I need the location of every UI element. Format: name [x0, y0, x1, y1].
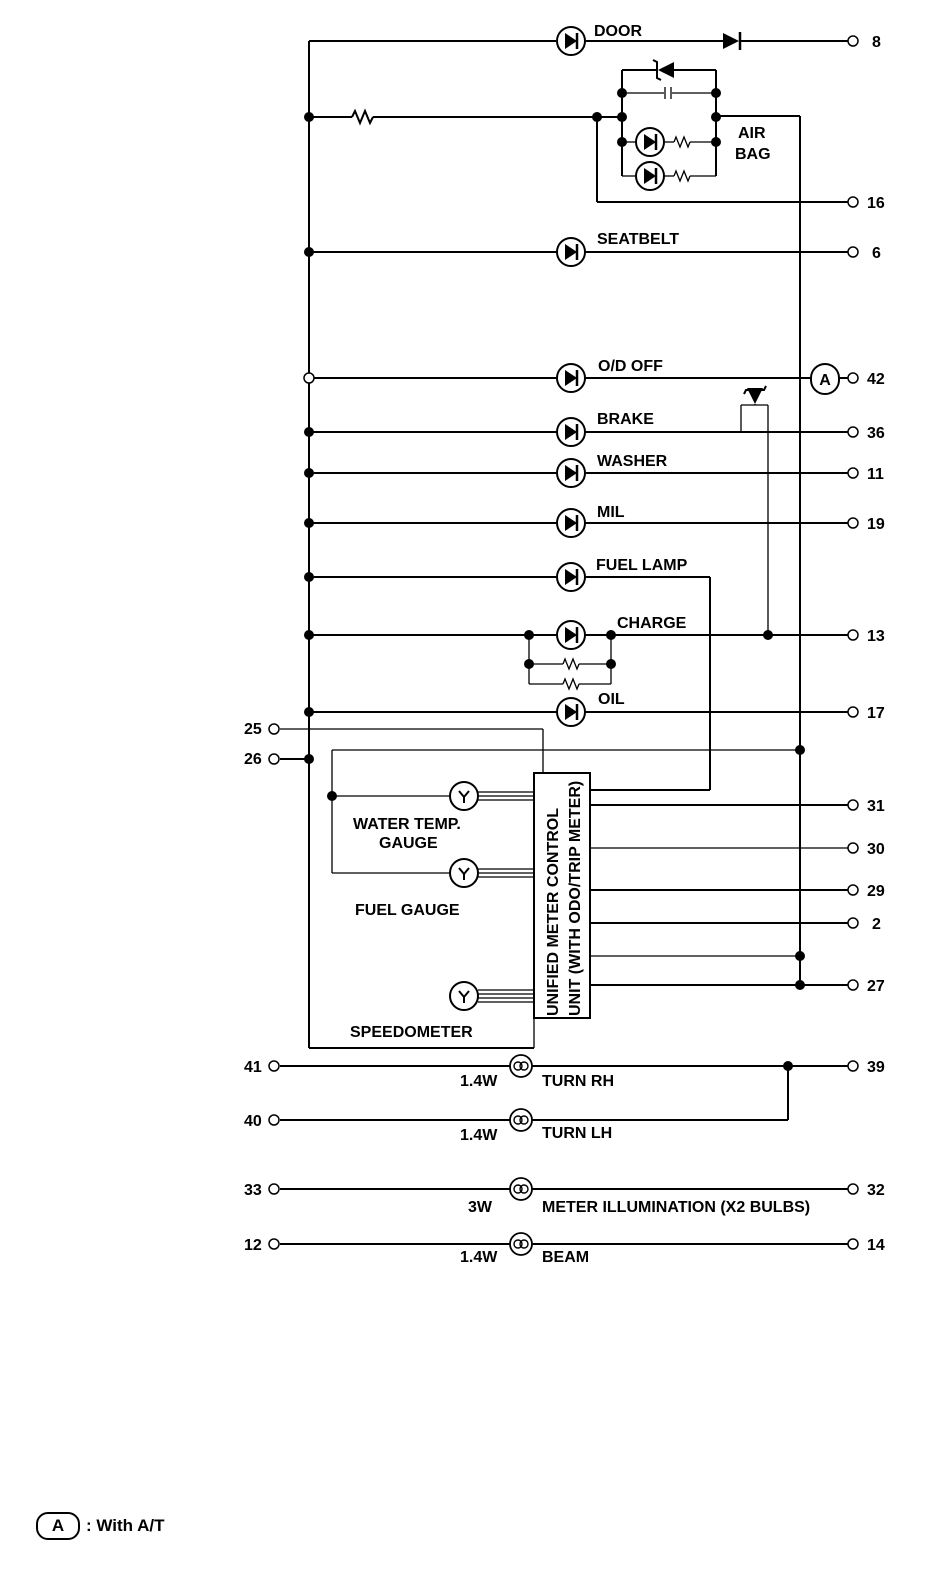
turn-rh-watt: 1.4W [460, 1073, 498, 1090]
unified-meter-control-unit: UNIFIED METER CONTROL UNIT (WITH ODO/TRI… [533, 772, 591, 1019]
legend-text: : With A/T [86, 1516, 165, 1535]
pin-17: 17 [867, 705, 885, 722]
pin-2: 2 [872, 916, 881, 933]
water-temp-gauge-label-2: GAUGE [379, 835, 438, 852]
meter-illumination-bulb-icon [509, 1177, 533, 1201]
meter-illumination-label: METER ILLUMINATION (X2 BULBS) [542, 1199, 810, 1216]
door-label: DOOR [594, 23, 642, 40]
door-led-icon [555, 25, 587, 57]
pin-41: 41 [244, 1059, 262, 1076]
washer-led-icon [555, 457, 587, 489]
beam-label: BEAM [542, 1249, 589, 1266]
pin-25: 25 [244, 721, 262, 738]
charge-label: CHARGE [617, 615, 687, 632]
mil-led-icon [555, 507, 587, 539]
turn-lh-label: TURN LH [542, 1125, 612, 1142]
pin-13: 13 [867, 628, 885, 645]
svg-text:UNIFIED METER CONTROL: UNIFIED METER CONTROL [545, 808, 562, 1016]
pin-11: 11 [867, 466, 884, 483]
brake-label: BRAKE [597, 411, 654, 428]
pin-36: 36 [867, 425, 885, 442]
legend-symbol: A [36, 1512, 80, 1540]
turn-lh-watt: 1.4W [460, 1127, 498, 1144]
pin-8: 8 [872, 34, 881, 51]
pin-14: 14 [867, 1237, 885, 1254]
pin-29: 29 [867, 883, 885, 900]
pin-16: 16 [867, 195, 885, 212]
pin-26: 26 [244, 751, 262, 768]
pin-19: 19 [867, 516, 885, 533]
air-bag-label-2: BAG [735, 146, 771, 163]
pin-40: 40 [244, 1113, 262, 1130]
washer-label: WASHER [597, 453, 668, 470]
airbag-led-icon [634, 160, 666, 192]
fuel-gauge-icon [449, 858, 479, 888]
od-off-label: O/D OFF [598, 358, 663, 375]
seatbelt-label: SEATBELT [597, 231, 679, 248]
fuel-lamp-label: FUEL LAMP [596, 557, 688, 574]
mil-label: MIL [597, 504, 625, 521]
svg-text:A: A [819, 372, 831, 389]
oil-label: OIL [598, 691, 625, 708]
door-diode [723, 32, 742, 50]
pin-31: 31 [867, 798, 885, 815]
beam-watt: 1.4W [460, 1249, 498, 1266]
airbag-zener-diode [652, 59, 674, 81]
od-off-led-icon [555, 362, 587, 394]
pin-32: 32 [867, 1182, 885, 1199]
speedometer-icon [449, 981, 479, 1011]
turn-lh-bulb-icon [509, 1108, 533, 1132]
svg-text:UNIT (WITH ODO/TRIP METER): UNIT (WITH ODO/TRIP METER) [567, 781, 584, 1016]
water-temp-gauge-label-1: WATER TEMP. [353, 816, 461, 833]
brake-zener-diode [743, 385, 767, 405]
water-temp-gauge-icon [449, 781, 479, 811]
turn-rh-label: TURN RH [542, 1073, 614, 1090]
junction-dots [303, 88, 805, 1071]
pin-12: 12 [244, 1237, 262, 1254]
fuel-lamp-led-icon [555, 561, 587, 593]
meter-illumination-watt: 3W [468, 1199, 493, 1216]
terminals [268, 35, 859, 1250]
oil-led-icon [555, 696, 587, 728]
airbag-led-icon [634, 126, 666, 158]
pin-33: 33 [244, 1182, 262, 1199]
pin-39: 39 [867, 1059, 885, 1076]
legend: A : With A/T [36, 1512, 165, 1540]
pin-6: 6 [872, 245, 881, 262]
seatbelt-led-icon [555, 236, 587, 268]
beam-bulb-icon [509, 1232, 533, 1256]
pin-42: 42 [867, 371, 885, 388]
charge-led-icon [555, 619, 587, 651]
fuel-gauge-label: FUEL GAUGE [355, 902, 460, 919]
air-bag-label-1: AIR [738, 125, 766, 142]
speedometer-label: SPEEDOMETER [350, 1024, 473, 1041]
option-marker-at: A [810, 363, 840, 395]
pin-27: 27 [867, 978, 885, 995]
turn-rh-bulb-icon [509, 1054, 533, 1078]
pin-30: 30 [867, 841, 885, 858]
brake-led-icon [555, 416, 587, 448]
